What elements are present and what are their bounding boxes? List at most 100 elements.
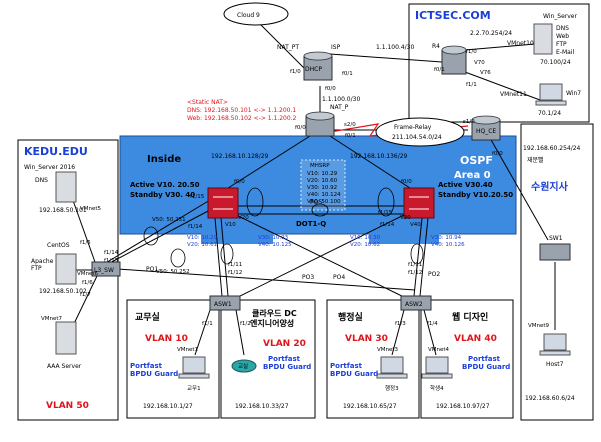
kedu-aaa: AAA Server bbox=[47, 363, 82, 370]
suwon-label: 수원지사 bbox=[531, 180, 569, 193]
suwon-host-net: 192.168.60.6/24 bbox=[525, 395, 575, 402]
trunk-v30-right: V30 bbox=[400, 215, 411, 221]
mhsrp-line-3: V30: 10.92 bbox=[307, 185, 337, 191]
port-l3-f16: f1/6 bbox=[82, 280, 93, 286]
kedu-net-102: 192.168.50.102 bbox=[39, 288, 87, 295]
vlan40-label: VLAN 40 bbox=[454, 334, 497, 344]
vlan10-pc: 교무1 bbox=[187, 385, 201, 392]
centos-server-icon bbox=[55, 253, 77, 285]
left-trunk-oval bbox=[246, 187, 264, 217]
port-right-f111: f1/11 bbox=[408, 262, 422, 268]
ictsec-win-server: Win_Server bbox=[543, 13, 577, 20]
right-v10: V10: 10.30 bbox=[350, 235, 381, 241]
inside-net-136: 192.168.10.136/29 bbox=[350, 153, 408, 160]
suwon-area bbox=[520, 123, 594, 421]
port-left-f114: f1/14 bbox=[188, 224, 203, 230]
vlan30-vmnet: VMnet3 bbox=[377, 347, 399, 353]
port-asw1-f12: f1/2 bbox=[240, 321, 251, 327]
po-v50-oval bbox=[170, 248, 186, 268]
port-l3-f15: f1/5 bbox=[80, 240, 91, 246]
po5-label: PO5 bbox=[310, 199, 322, 206]
vlan30-area bbox=[326, 299, 420, 419]
v50-bottom: V50: 50.252 bbox=[156, 269, 190, 275]
area0-label: Area 0 bbox=[454, 170, 491, 181]
mhsrp-line-5: V50: 50.100 bbox=[307, 199, 341, 205]
inside-area-lower-left bbox=[201, 226, 273, 244]
ictsec-title: ICTSEC.COM bbox=[415, 9, 491, 22]
l3-sw-label: L3_SW bbox=[94, 267, 114, 274]
vlan30-pc: 행정3 bbox=[385, 384, 399, 392]
right-v40: V40: 10.126 bbox=[431, 242, 465, 248]
vlan20-net: 192.168.10.33/27 bbox=[235, 403, 289, 410]
ictsec-win7: Win7 bbox=[566, 90, 581, 97]
vlan40-vmnet: VMnet4 bbox=[428, 347, 450, 353]
port-nat-s20: s2/0 bbox=[344, 122, 356, 128]
ictsec-v76: V76 bbox=[480, 70, 491, 76]
port-isp-f00: f0/0 bbox=[325, 86, 336, 92]
core-switch-right-icon bbox=[403, 187, 435, 219]
vlan40-portfast: Portfast bbox=[468, 355, 501, 363]
trunk-v20-left: V20 bbox=[238, 215, 249, 221]
left-v30: V30: 10.93 bbox=[258, 235, 289, 241]
port-l3-f17: f1/7 bbox=[80, 292, 91, 298]
vlan40-room: 웹 디자인 bbox=[452, 311, 488, 323]
vlan30-bpdu: BPDU Guard bbox=[330, 370, 378, 378]
host7-pc-icon bbox=[539, 333, 571, 356]
suwon-switch-label: 재문뻘 bbox=[527, 156, 544, 164]
port-r4-f10: f1/0 bbox=[466, 49, 477, 55]
ictsec-web: Web bbox=[556, 33, 569, 40]
hq-ce-router-icon bbox=[471, 115, 501, 141]
static-nat-web: Web: 192.168.50.102 <-> 1.1.200.2 bbox=[187, 115, 297, 122]
suwon-net: 192.168.60.254/24 bbox=[523, 145, 581, 152]
kedu-dns: DNS bbox=[35, 177, 48, 184]
kedu-vmnet7: VMnet7 bbox=[41, 316, 63, 322]
hq-ce-label: HQ_CE bbox=[476, 128, 496, 135]
vlan40-bpdu: BPDU Guard bbox=[462, 363, 510, 371]
port-asw1-f11: f1/1 bbox=[202, 321, 213, 327]
static-nat-dns: DNS: 192.168.50.101 <-> 1.1.200.1 bbox=[187, 107, 296, 114]
ictsec-v70: V70 bbox=[474, 60, 485, 66]
inside-area-lower-right bbox=[369, 226, 439, 244]
port-asw2-f14: f1/4 bbox=[427, 321, 438, 327]
core-switch-left-icon bbox=[207, 187, 239, 219]
net-isp-r4: 1.1.100.4/30 bbox=[376, 44, 414, 51]
mhsrp-title: MHSRP bbox=[310, 163, 330, 169]
vlan30-room: 행정실 bbox=[338, 311, 363, 323]
port-l3-f114: f1/14 bbox=[104, 250, 119, 256]
dhcp-label: DHCP bbox=[305, 66, 322, 73]
port-left-f115: f1/15 bbox=[190, 194, 205, 200]
vlan40-net: 192.168.10.97/27 bbox=[436, 403, 490, 410]
vlan10-label: VLAN 10 bbox=[145, 334, 188, 344]
vlan40-pc: 학생4 bbox=[430, 384, 444, 392]
ictsec-net-70-1: 70.1/24 bbox=[538, 110, 561, 117]
ictsec-email: E-Mail bbox=[556, 49, 574, 56]
kedu-area bbox=[17, 139, 119, 421]
ictsec-vmnet10: VMnet10 bbox=[507, 40, 534, 47]
left-standby: Standby V30. 40 bbox=[130, 191, 195, 199]
net-isp-down: 1.1.100.0/30 bbox=[322, 96, 360, 103]
mhsrp-box bbox=[300, 159, 346, 211]
vlan20-room-1: 클라우드 DC bbox=[252, 308, 297, 318]
kedu-vmnet6: VMnet6 bbox=[77, 271, 99, 277]
po4-oval bbox=[410, 243, 424, 265]
vlan50-label: VLAN 50 bbox=[46, 401, 89, 411]
vlan10-portfast: Portfast bbox=[130, 362, 163, 370]
trunk-v40-right: V40 bbox=[410, 222, 421, 228]
kedu-ftp: FTP bbox=[31, 265, 42, 272]
asw1-label: ASW1 bbox=[214, 301, 232, 308]
frame-relay-net: 211.104.54.0/24 bbox=[392, 134, 442, 141]
inside-label: Inside bbox=[147, 154, 181, 165]
ictsec-net-top: 2.2.70.254/24 bbox=[470, 30, 512, 37]
po3-oval bbox=[220, 243, 234, 265]
nat-pt-label: NAT_PT bbox=[277, 44, 299, 51]
nat-p-label: NAT_P bbox=[330, 104, 349, 111]
vlan20-pc: 교실 bbox=[238, 362, 248, 370]
port-isp-f10: f1/0 bbox=[290, 69, 301, 75]
po5-oval bbox=[311, 203, 329, 217]
po2-label: PO2 bbox=[428, 271, 440, 278]
left-v20: V20: 10.61 bbox=[187, 242, 217, 248]
po1-oval bbox=[143, 226, 159, 246]
kedu-win-server: Win_Server 2016 bbox=[24, 164, 75, 171]
win-server-ictsec-icon bbox=[533, 23, 553, 55]
